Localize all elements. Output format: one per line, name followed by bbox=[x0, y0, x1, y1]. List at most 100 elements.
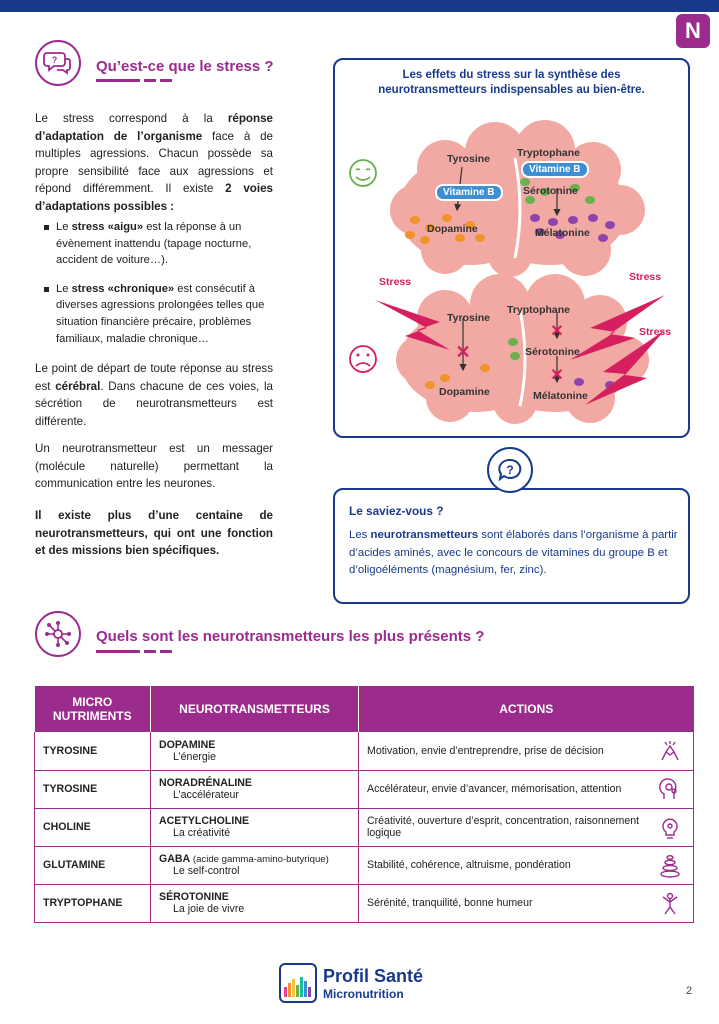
neurotransmitter-role: La créativité bbox=[173, 827, 231, 839]
smiley-sad-icon bbox=[349, 345, 377, 373]
brain-calm bbox=[390, 120, 645, 277]
nutrient-cell: TRYPTOPHANE bbox=[34, 884, 151, 923]
vitamine-b-badge: Vitamine B bbox=[435, 184, 503, 201]
nutrient-cell: CHOLINE bbox=[34, 808, 151, 847]
label-tryptophane: Tryptophane bbox=[517, 147, 581, 159]
stacked-stones-icon bbox=[657, 853, 683, 879]
lightbulb-icon bbox=[657, 815, 683, 841]
svg-text:?: ? bbox=[506, 463, 513, 477]
title-underline-dash bbox=[160, 79, 172, 82]
nutrient-cell: TYROSINE bbox=[34, 732, 151, 771]
brand-subtitle: Micronutrition bbox=[323, 986, 404, 1001]
action-text: Motivation, envie d’entreprendre, prise … bbox=[367, 744, 604, 757]
cerebral-paragraph: Le point de départ de toute réponse au s… bbox=[35, 362, 273, 428]
title-underline bbox=[96, 650, 140, 653]
smiley-happy-icon bbox=[349, 159, 377, 187]
svg-text:✕: ✕ bbox=[550, 323, 563, 340]
network-icon bbox=[35, 611, 81, 657]
label-tryptophane: Tryptophane bbox=[507, 304, 571, 316]
title-underline-dash bbox=[144, 650, 156, 653]
effects-title: Les effets du stress sur la synthèse des… bbox=[378, 69, 645, 96]
label-serotonine: Sérotonine bbox=[525, 346, 580, 358]
label-tyrosine: Tyrosine bbox=[447, 153, 490, 165]
svg-text:?: ? bbox=[52, 55, 58, 65]
section-title-neurotransmitters: Quels sont les neurotransmetteurs les pl… bbox=[96, 628, 485, 645]
neurotransmitter-cell: GABA (acide gamma-amino-butyrique)Le sel… bbox=[150, 846, 359, 885]
question-bubble-icon: ? bbox=[487, 447, 533, 493]
svg-text:✕: ✕ bbox=[455, 342, 470, 362]
neurotransmitter-count-paragraph: Il existe plus d’une centaine de neurotr… bbox=[35, 509, 273, 557]
neurotransmitter-name: SÉROTONINE bbox=[159, 891, 229, 903]
neurotransmitter-role: Le self-control bbox=[173, 865, 240, 877]
section-title-stress: Qu’est-ce que le stress ? bbox=[96, 58, 274, 75]
title-underline-dash bbox=[144, 79, 156, 82]
label-melatonine: Mélatonine bbox=[535, 227, 590, 239]
list-item: Le stress «aigu» est la réponse à un évè… bbox=[44, 219, 273, 269]
top-bar bbox=[0, 0, 719, 12]
label-dopamine: Dopamine bbox=[427, 223, 478, 235]
header-actions: ACTIONS bbox=[358, 686, 694, 732]
stress-effects-panel: Les effets du stress sur la synthèse des… bbox=[333, 58, 690, 438]
logo-bars-icon bbox=[279, 963, 317, 1003]
action-text: Créativité, ouverture d’esprit, concentr… bbox=[367, 815, 640, 839]
label-serotonine: Sérotonine bbox=[523, 185, 578, 197]
vitamine-b-badge: Vitamine B bbox=[521, 161, 589, 178]
page-number: 2 bbox=[686, 985, 693, 997]
label-dopamine: Dopamine bbox=[439, 386, 490, 398]
head-gears-icon bbox=[657, 777, 683, 803]
neurotransmitter-name: ACETYLCHOLINE bbox=[159, 815, 250, 827]
title-underline-dash bbox=[160, 650, 172, 653]
svg-text:✕: ✕ bbox=[550, 367, 563, 384]
actions-cell: Motivation, envie d’entreprendre, prise … bbox=[358, 732, 694, 771]
neurotransmitter-definition: Un neurotransmetteur est un messager (mo… bbox=[35, 442, 273, 490]
label-melatonine: Mélatonine bbox=[533, 390, 588, 402]
neurotransmitter-role: L’énergie bbox=[173, 750, 217, 763]
profil-sante-logo: Profil Santé Micronutrition bbox=[279, 963, 423, 1003]
actions-cell: Stabilité, cohérence, altruisme, pondéra… bbox=[358, 846, 694, 885]
title-underline bbox=[96, 79, 140, 82]
action-text: Accélérateur, envie d’avancer, mémorisat… bbox=[367, 783, 622, 795]
neurotransmitter-name: DOPAMINE bbox=[159, 738, 216, 751]
nutrient-cell: GLUTAMINE bbox=[34, 846, 151, 885]
stress-label: Stress bbox=[629, 271, 662, 283]
hands-team-icon bbox=[657, 738, 683, 764]
header-neurotransmitters: NEUROTRANSMETTEURS bbox=[150, 686, 359, 732]
actions-cell: Créativité, ouverture d’esprit, concentr… bbox=[358, 808, 694, 847]
stress-types-list: Le stress «aigu» est la réponse à un évè… bbox=[44, 219, 273, 353]
actions-cell: Sérénité, tranquilité, bonne humeur bbox=[358, 884, 694, 923]
neurotransmitter-role: La joie de vivre bbox=[173, 903, 245, 915]
did-you-know-title: Le saviez-vous ? bbox=[349, 504, 444, 518]
stress-definition-paragraph: Le stress correspond à la réponse d’adap… bbox=[35, 112, 274, 213]
actions-cell: Accélérateur, envie d’avancer, mémorisat… bbox=[358, 770, 694, 809]
stress-label: Stress bbox=[379, 276, 412, 288]
brain-diagram: ✕ ✕ ✕ bbox=[349, 120, 665, 424]
neurotransmitter-name: NORADRÉNALINE bbox=[159, 777, 252, 789]
neurotransmitter-name: GABA bbox=[159, 853, 191, 865]
neurotransmitter-extra: (acide gamma-amino-butyrique) bbox=[190, 854, 329, 865]
neurotransmitter-role: L’accélérateur bbox=[173, 789, 239, 801]
label-tyrosine: Tyrosine bbox=[447, 312, 490, 324]
stress-label: Stress bbox=[639, 326, 672, 338]
list-item: Le stress «chronique» est consécutif à d… bbox=[44, 281, 273, 347]
lightning-bolt-icon bbox=[375, 295, 665, 405]
brand-name: Profil Santé bbox=[323, 965, 424, 986]
action-text: Stabilité, cohérence, altruisme, pondéra… bbox=[367, 859, 571, 871]
jumping-person-icon bbox=[657, 891, 683, 917]
did-you-know-text: Les neurotransmetteurs sont élaborés dan… bbox=[349, 529, 678, 576]
speech-bubbles-icon: ? bbox=[35, 40, 81, 86]
action-text: Sérénité, tranquilité, bonne humeur bbox=[367, 897, 533, 909]
did-you-know-box: Le saviez-vous ? Les neurotransmetteurs … bbox=[333, 488, 690, 604]
brain-stressed bbox=[396, 274, 649, 424]
nutrient-cell: TYROSINE bbox=[34, 770, 151, 809]
page-badge: N bbox=[676, 14, 710, 48]
